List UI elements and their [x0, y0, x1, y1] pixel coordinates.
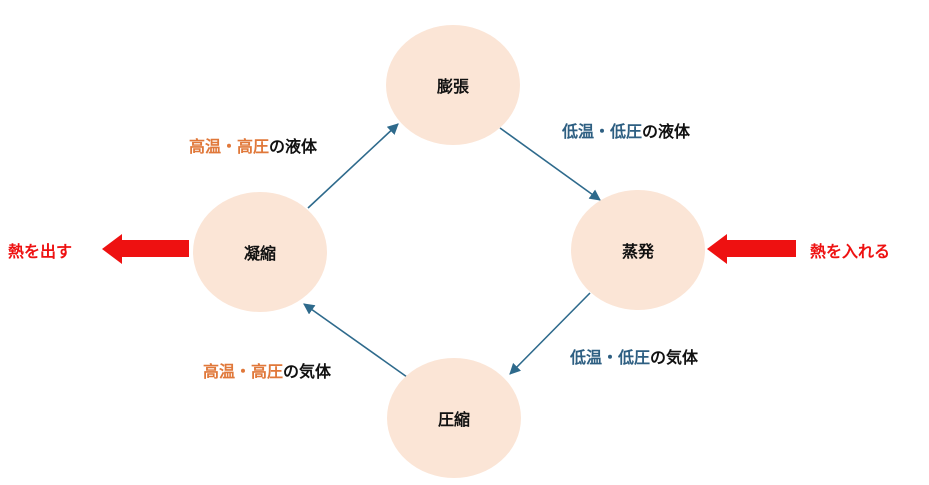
node-expansion: 膨張	[386, 25, 520, 145]
arrow-compression-to-condensation	[303, 303, 408, 378]
arrow-evaporation-to-compression	[509, 292, 591, 375]
label-comp-to-cond-phase: の気体	[283, 362, 332, 381]
node-evaporation: 蒸発	[571, 190, 705, 310]
label-exp-to-evap-phase: の液体	[642, 122, 691, 141]
heat-absorb-arrow	[707, 234, 796, 264]
label-evap-to-comp-phase: の気体	[650, 348, 699, 367]
arrow-expansion-to-evaporation	[499, 127, 601, 201]
label-exp-to-evap: 低温・低圧の液体	[562, 118, 690, 142]
label-evap-to-comp: 低温・低圧の気体	[570, 344, 698, 368]
heat-release-arrow	[102, 234, 189, 264]
node-condensation-label: 凝縮	[243, 244, 276, 263]
node-condensation: 凝縮	[193, 192, 327, 312]
heat-release-label: 熱を出す	[8, 242, 73, 261]
label-cond-to-exp-state: 高温・高圧	[189, 137, 270, 156]
label-cond-to-exp-phase: の液体	[269, 137, 318, 156]
label-comp-to-cond-state: 高温・高圧	[203, 362, 284, 381]
label-comp-to-cond: 高温・高圧の気体	[203, 358, 331, 382]
arrow-condensation-to-expansion	[307, 123, 399, 209]
label-evap-to-comp-state: 低温・低圧	[570, 348, 651, 367]
node-evaporation-label: 蒸発	[621, 242, 654, 261]
label-exp-to-evap-state: 低温・低圧	[562, 122, 643, 141]
heat-absorb-label: 熱を入れる	[810, 242, 891, 261]
node-expansion-label: 膨張	[436, 77, 469, 96]
node-compression: 圧縮	[387, 358, 521, 478]
label-cond-to-exp: 高温・高圧の液体	[189, 133, 317, 157]
node-compression-label: 圧縮	[437, 410, 470, 429]
